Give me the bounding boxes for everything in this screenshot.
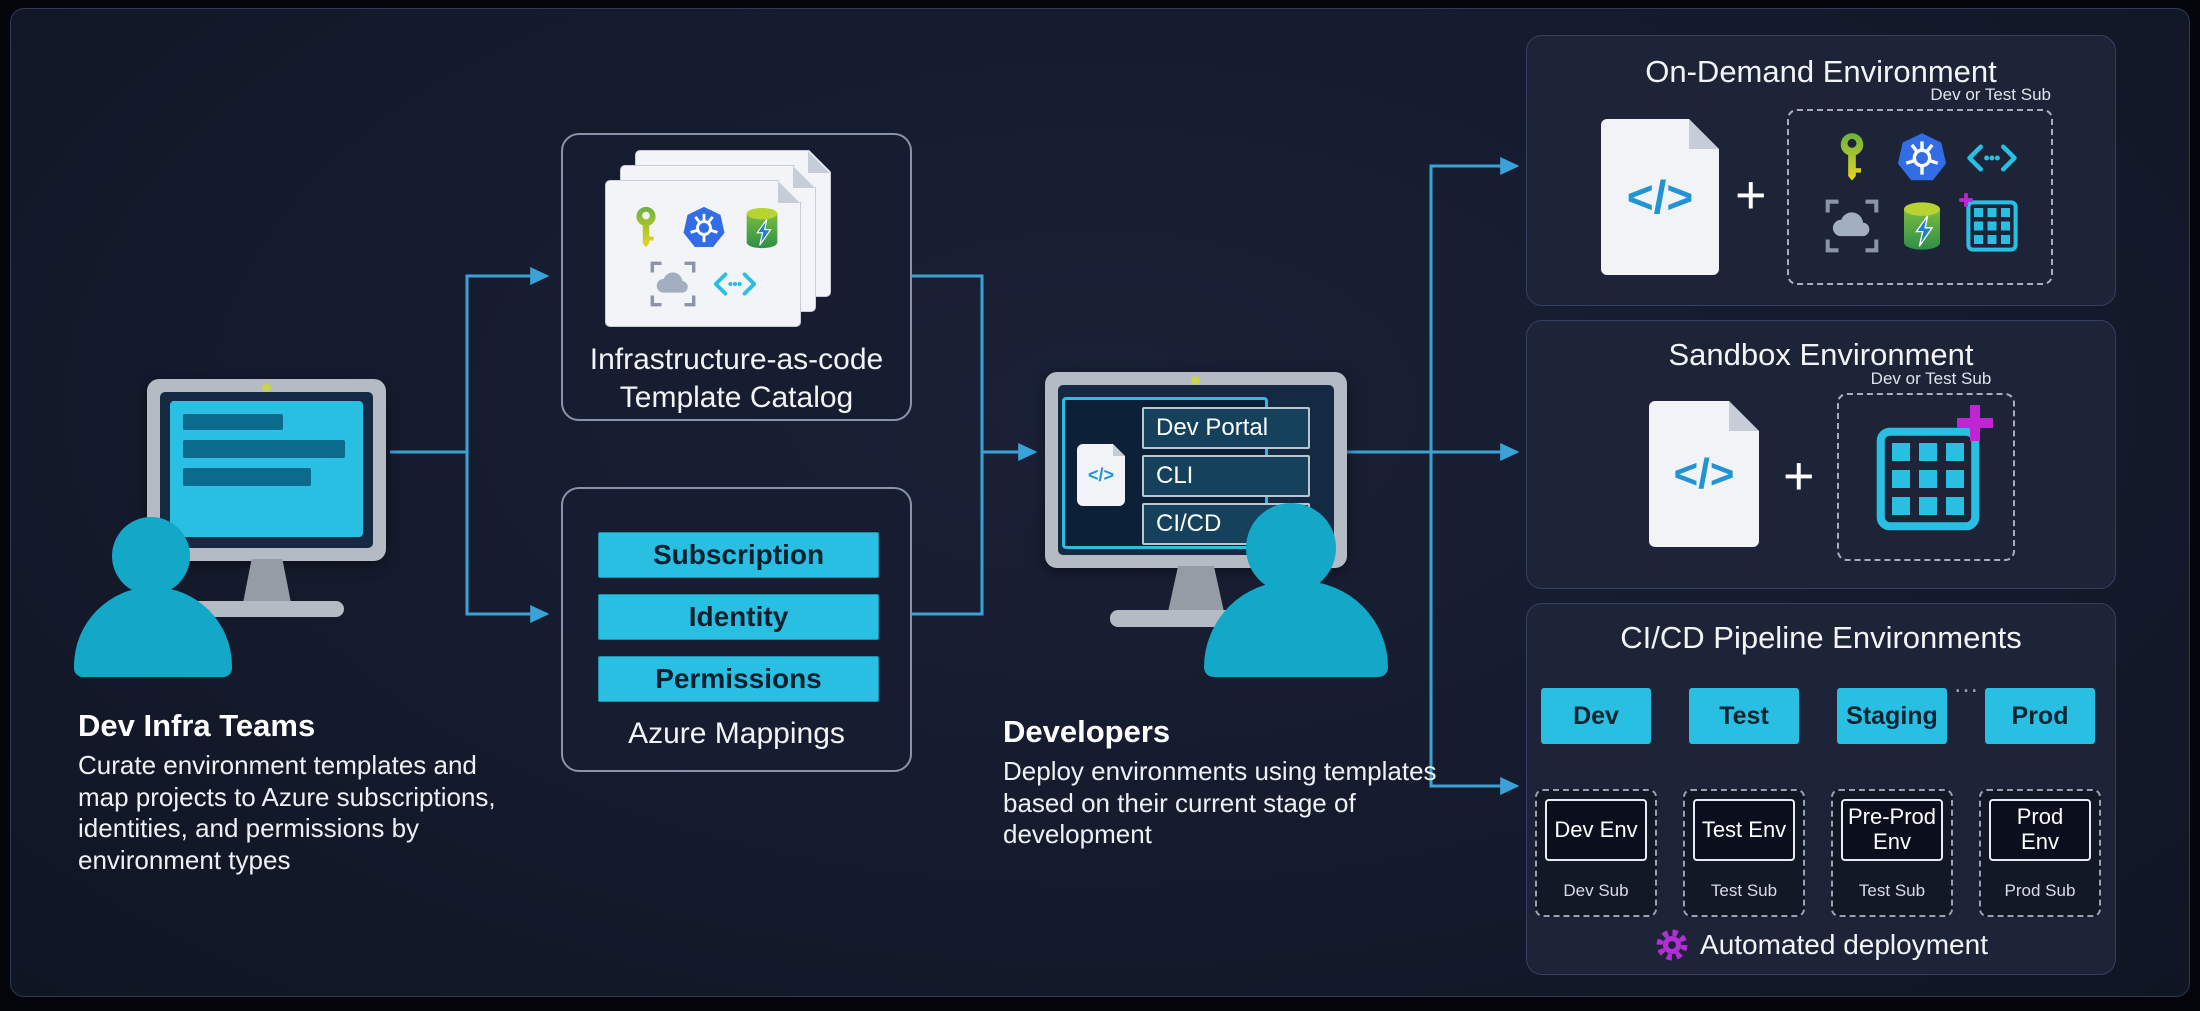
connector-to-pipeline <box>1429 452 1520 795</box>
pipeline-panel: CI/CD Pipeline Environments Dev Test Sta… <box>1526 603 2116 975</box>
menu-cli: CLI <box>1142 455 1310 497</box>
developers-text-block: Developers Deploy environments using tem… <box>1003 714 1443 851</box>
code-glyph: </> <box>1673 450 1735 497</box>
code-document-icon-small: </> <box>1077 444 1125 506</box>
automated-deployment-row: Automated deployment <box>1527 927 2115 963</box>
webcam-icon <box>1191 376 1200 385</box>
on-demand-resources-box <box>1787 109 2053 285</box>
test-env-container: Test Env Test Sub <box>1683 789 1805 917</box>
devinfra-app-window <box>170 401 363 537</box>
code-document-icon: </> <box>1649 401 1759 547</box>
gear-icon <box>1654 927 1690 963</box>
database-icon <box>739 205 785 251</box>
dev-env-container: Dev Env Dev Sub <box>1535 789 1657 917</box>
code-icon <box>712 261 758 307</box>
screen-bar <box>183 414 283 430</box>
connector-to-ondemand <box>1429 157 1520 452</box>
devinfra-monitor <box>147 379 386 561</box>
developers-title: Developers <box>1003 714 1171 749</box>
template-catalog-box: Infrastructure-as-code Template Catalog <box>561 133 912 421</box>
developers-person-head <box>1246 503 1336 593</box>
add-plus-icon <box>1957 191 1975 209</box>
azure-mappings-box: Subscription Identity Permissions Azure … <box>561 487 912 772</box>
dev-sub-label: Dev Sub <box>1563 881 1629 900</box>
connector-catalog-mappings-merge <box>912 274 984 616</box>
code-icon <box>1965 131 2019 185</box>
plus-sign: + <box>1735 165 1767 225</box>
kubernetes-icon <box>681 205 727 251</box>
connector-to-mappings <box>465 452 550 623</box>
on-demand-title: On-Demand Environment <box>1645 54 1997 89</box>
dev-env-box: Dev Env <box>1545 799 1647 861</box>
menu-dev-portal: Dev Portal <box>1142 407 1310 449</box>
plus-sign: + <box>1783 446 1815 506</box>
devinfra-person-head <box>112 517 190 595</box>
prod-env-container: Prod Env Prod Sub <box>1979 789 2101 917</box>
devinfra-text-block: Dev Infra Teams Curate environment templ… <box>78 708 508 877</box>
arm-template-icon <box>1825 199 1879 253</box>
sandbox-title: Sandbox Environment <box>1668 337 1974 372</box>
on-demand-panel: On-Demand Environment </> + Dev or Test … <box>1526 35 2116 306</box>
devinfra-description: Curate environment templates and map pro… <box>78 750 496 876</box>
prod-env-box: Prod Env <box>1989 799 2091 861</box>
test-sub-label: Test Sub <box>1710 881 1778 900</box>
identity-bar: Identity <box>598 594 879 640</box>
permissions-bar: Permissions <box>598 656 879 702</box>
arm-template-icon <box>650 261 696 307</box>
webcam-icon <box>262 383 271 392</box>
developers-description: Deploy environments using templates base… <box>1003 756 1437 850</box>
subscription-bar: Subscription <box>598 532 879 578</box>
devinfra-title: Dev Infra Teams <box>78 708 316 743</box>
stage-staging: Staging <box>1837 688 1947 744</box>
monitor-stand-neck <box>243 559 291 603</box>
pipeline-title: CI/CD Pipeline Environments <box>1620 620 2022 655</box>
catalog-page-front <box>605 180 801 327</box>
stage-dev: Dev <box>1541 688 1651 744</box>
preprod-env-box: Pre-Prod Env <box>1841 799 1943 861</box>
screen-bar <box>183 440 345 458</box>
preprod-env-container: Pre-Prod Env Test Sub <box>1831 789 1953 917</box>
monitor-stand-base <box>190 601 344 617</box>
test-env-box: Test Env <box>1693 799 1795 861</box>
connector-to-catalog <box>465 267 550 452</box>
add-plus-icon <box>1951 399 1999 447</box>
code-document-icon: </> <box>1601 119 1719 275</box>
sandbox-sub-label: Dev or Test Sub <box>1870 369 1992 388</box>
sandbox-resources-box <box>1837 393 2015 561</box>
prod-sub-label: Prod Sub <box>2004 881 2076 900</box>
screen-bar <box>183 468 311 486</box>
key-vault-icon <box>1825 131 1879 185</box>
stage-prod: Prod <box>1985 688 2095 744</box>
on-demand-sub-label: Dev or Test Sub <box>1930 85 2051 104</box>
devinfra-screen <box>160 392 373 548</box>
key-vault-icon <box>623 205 669 251</box>
sandbox-panel: Sandbox Environment </> + Dev or Test Su… <box>1526 320 2116 589</box>
stage-ellipsis: … <box>1953 668 1981 698</box>
code-glyph: </> <box>1087 464 1115 485</box>
monitor-stand-neck <box>1168 566 1224 612</box>
automated-deployment-label: Automated deployment <box>1700 929 1988 960</box>
catalog-title-line1: Infrastructure-as-code <box>589 343 884 376</box>
catalog-title-line2: Template Catalog <box>619 381 854 414</box>
mappings-title: Azure Mappings <box>628 717 845 750</box>
database-icon <box>1895 199 1949 253</box>
code-glyph: </> <box>1626 171 1694 223</box>
stage-test: Test <box>1689 688 1799 744</box>
preprod-sub-label: Test Sub <box>1858 881 1926 900</box>
kubernetes-icon <box>1895 131 1949 185</box>
